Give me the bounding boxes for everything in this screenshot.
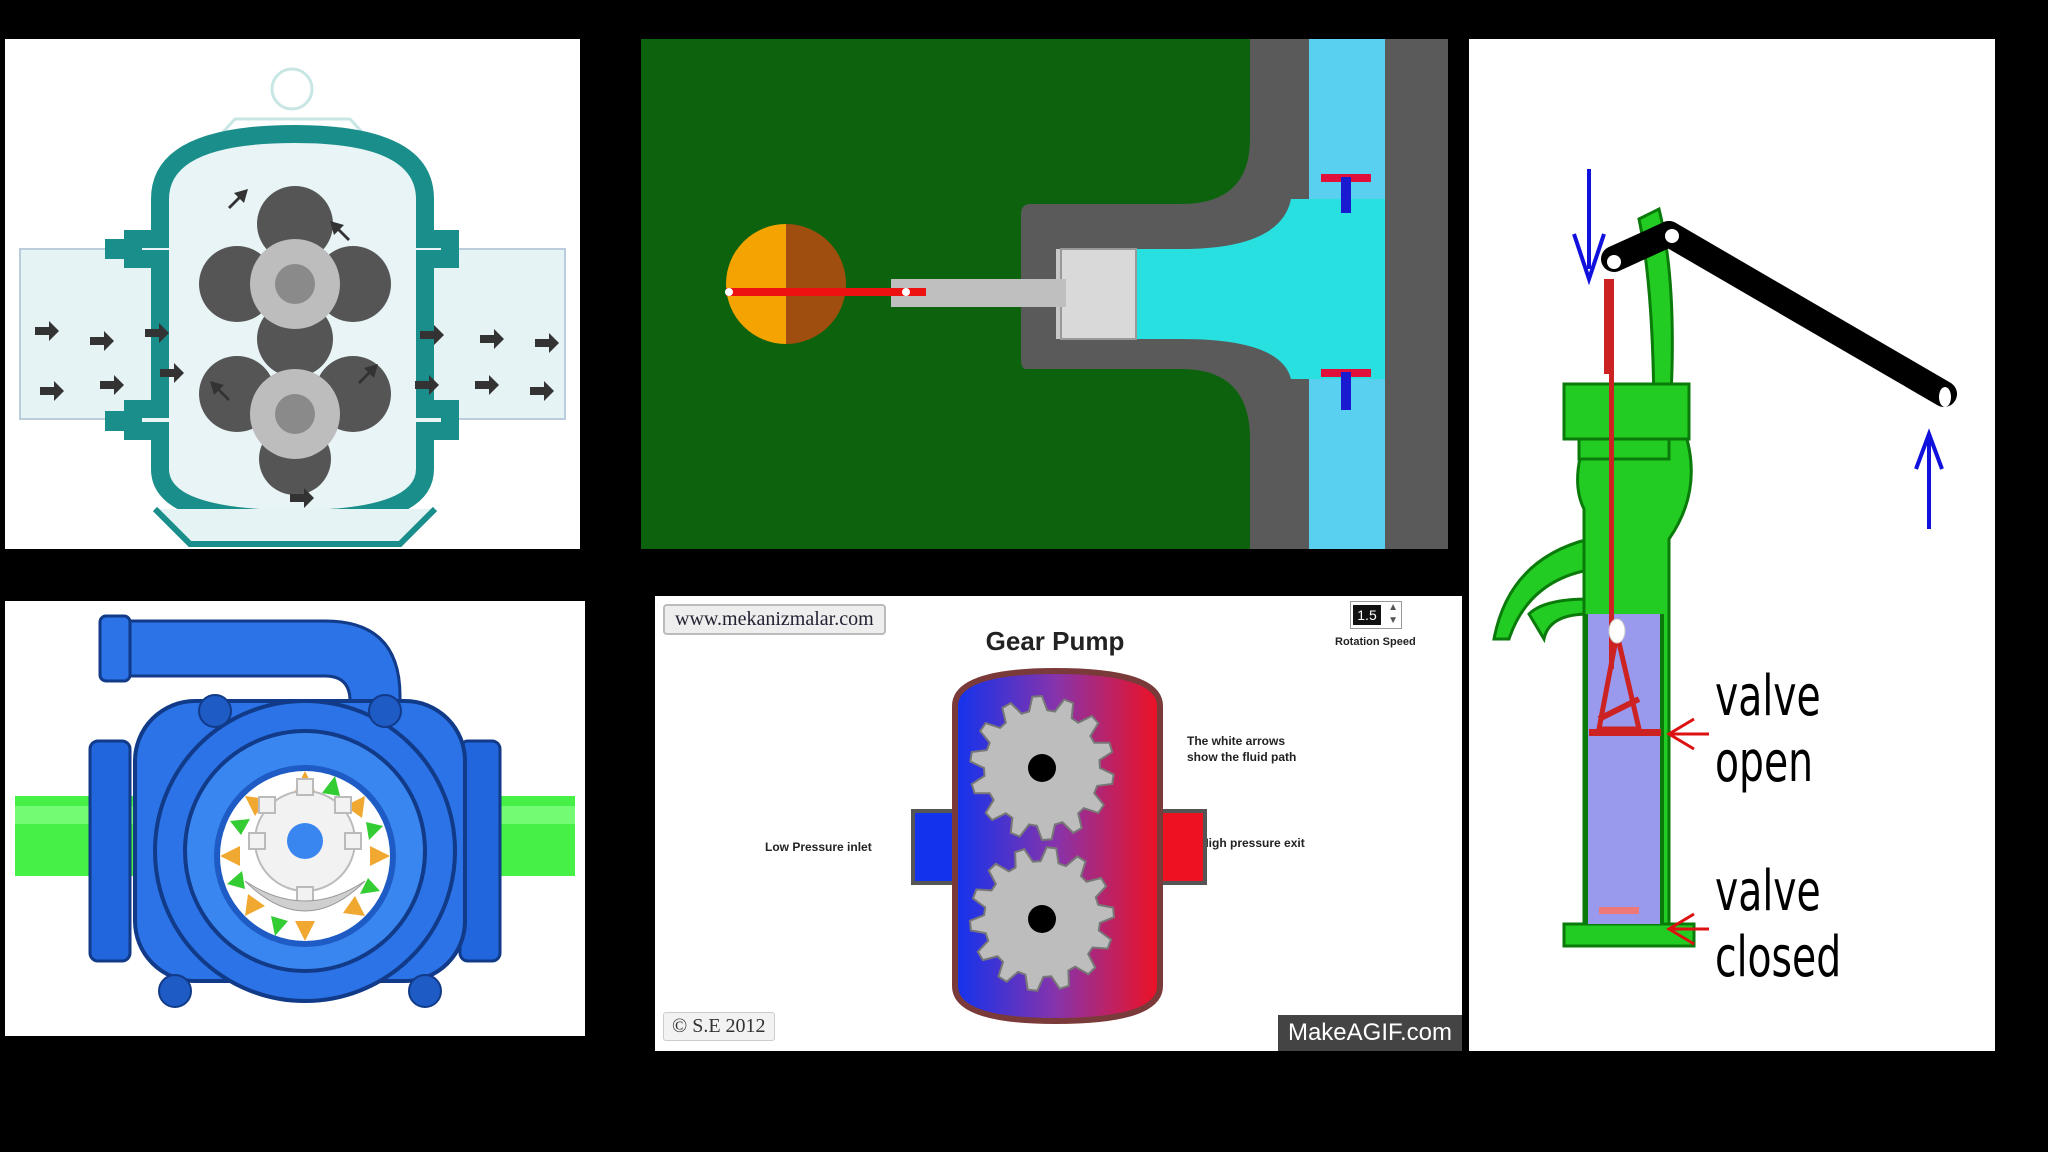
gear-pump-diagram-icon — [655, 596, 1462, 1051]
valve-open-label: valve open — [1715, 664, 1821, 796]
hand-pump-panel: valve open valve closed — [1469, 39, 1995, 1051]
internal-gear-pump-render-icon — [5, 601, 585, 1036]
valve-closed-line2: closed — [1715, 925, 1841, 991]
makeagif-watermark: MakeAGIF.com — [1278, 1015, 1462, 1051]
internal-gear-pump-panel — [5, 601, 585, 1036]
piston-pump-panel — [641, 39, 1448, 549]
lobe-pump-diagram-icon — [5, 39, 580, 549]
gear-pump-panel: www.mekanizmalar.com Gear Pump 1.5 ▲ ▼ R… — [655, 596, 1462, 1051]
valve-open-line2: open — [1715, 730, 1821, 796]
valve-closed-line1: valve — [1715, 859, 1841, 925]
lobe-pump-panel — [5, 39, 580, 549]
valve-open-line1: valve — [1715, 664, 1821, 730]
piston-pump-diagram-icon — [641, 39, 1448, 549]
copyright-label: © S.E 2012 — [663, 1012, 775, 1041]
valve-closed-label: valve closed — [1715, 859, 1841, 991]
